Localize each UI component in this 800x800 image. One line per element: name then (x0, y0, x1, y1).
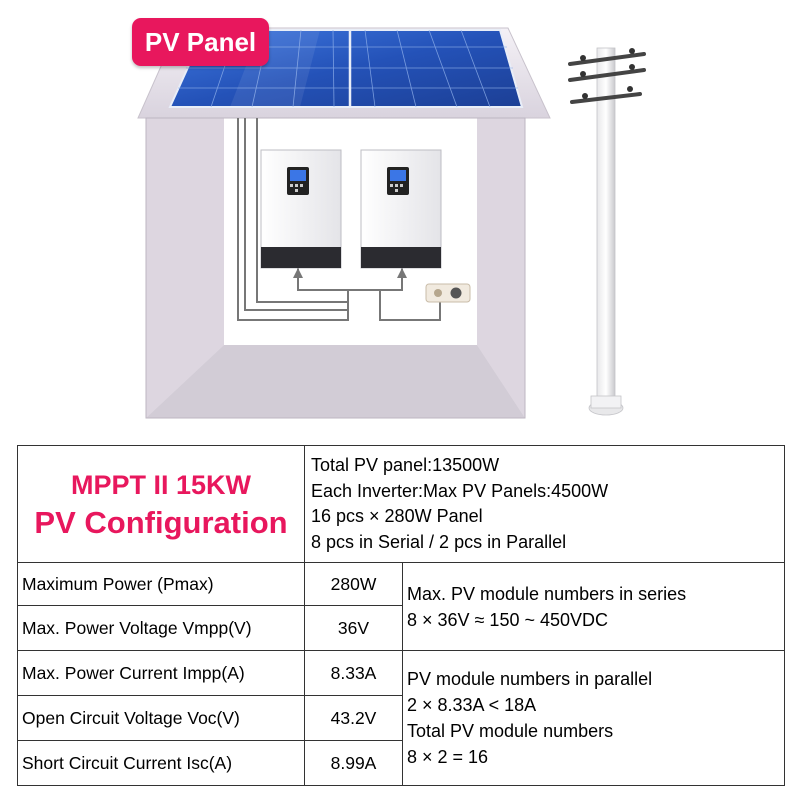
summary-line: 8 pcs in Serial / 2 pcs in Parallel (311, 531, 567, 552)
note-line: Max. PV module numbers in series (407, 583, 687, 604)
power-outlet-icon (425, 283, 471, 303)
series-note: Max. PV module numbers in series 8 × 36V… (401, 562, 786, 651)
spec-param: Max. Power Voltage Vmpp(V) (17, 605, 305, 651)
utility-pole-icon (568, 47, 646, 416)
spec-param: Max. Power Current Impp(A) (17, 650, 305, 696)
arrow-up-icon (293, 268, 407, 278)
parallel-note: PV module numbers in parallel 2 × 8.33A … (401, 650, 786, 786)
note-line: PV module numbers in parallel (407, 669, 653, 689)
title-line-1: MPPT II 15KW (70, 470, 252, 500)
pv-configuration-table: MPPT II 15KW PV Configuration Total PV p… (17, 445, 786, 786)
spec-value: 36V (304, 605, 403, 651)
solar-system-illustration (137, 27, 646, 419)
summary-line: Total PV panel:13500W (311, 455, 500, 475)
summary-line: 16 pcs × 280W Panel (311, 506, 483, 526)
table-row: Short Circuit Current Isc(A) 8.99A (17, 740, 785, 786)
table-row: Maximum Power (Pmax) 280W Max. PV module… (17, 562, 786, 651)
note-line: Total PV module numbers (407, 721, 614, 741)
spec-value: 280W (304, 562, 403, 606)
note-line: 8 × 2 = 16 (407, 747, 489, 767)
wiring (237, 118, 441, 321)
configuration-title: MPPT II 15KW PV Configuration (17, 445, 305, 563)
note-line: 2 × 8.33A < 18A (407, 695, 537, 715)
title-line-2: PV Configuration (34, 505, 288, 540)
inverter-1 (260, 149, 342, 269)
inverter-2 (360, 149, 442, 269)
spec-param: Maximum Power (Pmax) (17, 562, 305, 606)
spec-param: Open Circuit Voltage Voc(V) (17, 695, 305, 741)
table-row: MPPT II 15KW PV Configuration Total PV p… (17, 445, 786, 563)
note-line: 8 × 36V ≈ 150 ~ 450VDC (407, 609, 609, 630)
table-row: Max. Power Current Impp(A) 8.33A PV modu… (17, 650, 786, 786)
spec-param: Short Circuit Current Isc(A) (17, 740, 305, 786)
table-row: Open Circuit Voltage Voc(V) 43.2V (17, 695, 785, 741)
configuration-summary: Total PV panel:13500W Each Inverter:Max … (303, 445, 786, 563)
pv-panel-badge: PV Panel (132, 18, 269, 66)
summary-line: Each Inverter:Max PV Panels:4500W (311, 480, 609, 501)
spec-value: 8.99A (304, 740, 403, 786)
spec-value: 43.2V (304, 695, 403, 741)
spec-value: 8.33A (304, 650, 403, 696)
